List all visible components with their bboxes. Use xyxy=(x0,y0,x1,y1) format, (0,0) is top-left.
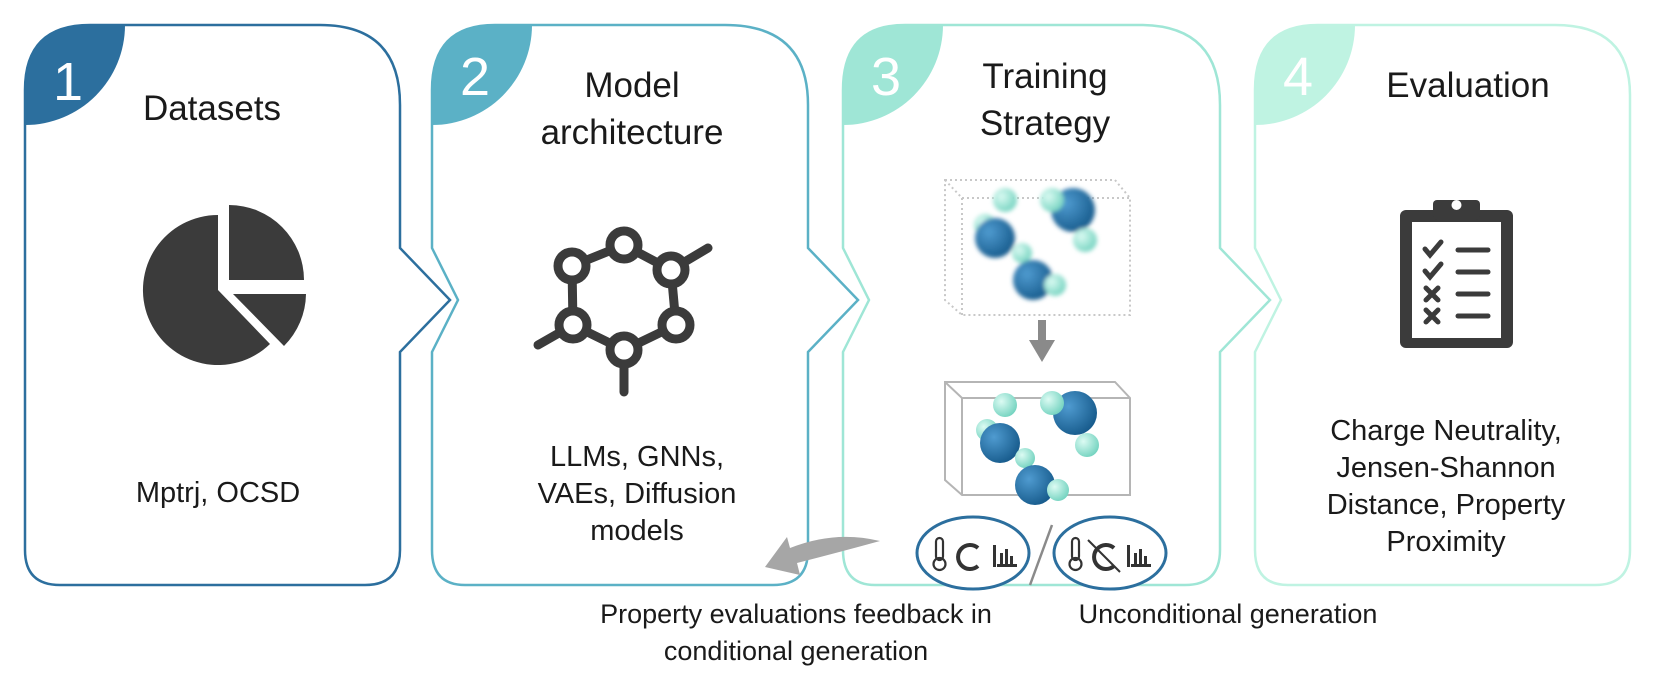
step-4-body-line-3: Distance, Property xyxy=(1327,489,1566,521)
noisy-unit-cell xyxy=(944,179,1131,316)
step-4-body-line-4: Proximity xyxy=(1386,526,1506,558)
divider-slash xyxy=(1028,524,1054,586)
step-3-number: 3 xyxy=(871,47,901,107)
step-3-title-line-2: Strategy xyxy=(980,104,1111,143)
feedback-arrow xyxy=(765,536,880,575)
bar-chart-icon xyxy=(993,545,1017,567)
magnet-icon xyxy=(956,543,980,571)
thermometer-icon xyxy=(932,536,947,572)
step-1-title: Datasets xyxy=(143,89,281,128)
step-2-title-line-1: Model xyxy=(584,66,679,105)
step-2-title-line-2: architecture xyxy=(541,113,724,152)
molecule-icon xyxy=(533,226,713,397)
step-4-body-line-1: Charge Neutrality, xyxy=(1330,415,1562,447)
arrow-down-icon xyxy=(1029,320,1055,362)
clipboard-checklist-icon xyxy=(1400,200,1513,348)
thermometer-icon xyxy=(1068,536,1083,572)
step-2-body-line-3: models xyxy=(590,515,684,547)
step-2-body-line-1: LLMs, GNNs, xyxy=(550,441,724,473)
unconditional-caption: Unconditional generation xyxy=(1079,599,1378,629)
feedback-caption-line-2: conditional generation xyxy=(664,636,928,666)
step-2-number: 2 xyxy=(460,47,490,107)
step-2-badge xyxy=(432,25,532,125)
step-1-badge xyxy=(25,25,125,125)
step-4-badge xyxy=(1255,25,1355,125)
step-1-number: 1 xyxy=(53,52,83,112)
magnet-crossed-icon xyxy=(1087,539,1121,573)
step-3-title-line-1: Training xyxy=(982,57,1107,96)
step-2-body-line-2: VAEs, Diffusion xyxy=(538,478,737,510)
step-4-body-line-2: Jensen-Shannon xyxy=(1336,452,1555,484)
step-4-number: 4 xyxy=(1283,47,1313,107)
bar-chart-icon xyxy=(1127,545,1151,567)
unconditional-properties-ellipse xyxy=(1052,515,1168,591)
pie-chart-icon xyxy=(142,205,306,365)
step-3-badge xyxy=(843,25,943,125)
step-1-body: Mptrj, OCSD xyxy=(136,477,300,509)
crystal-structure-icon xyxy=(944,179,1131,505)
step-4-title: Evaluation xyxy=(1386,66,1549,105)
feedback-caption-line-1: Property evaluations feedback in xyxy=(600,599,992,629)
conditional-properties-ellipse xyxy=(915,515,1031,591)
